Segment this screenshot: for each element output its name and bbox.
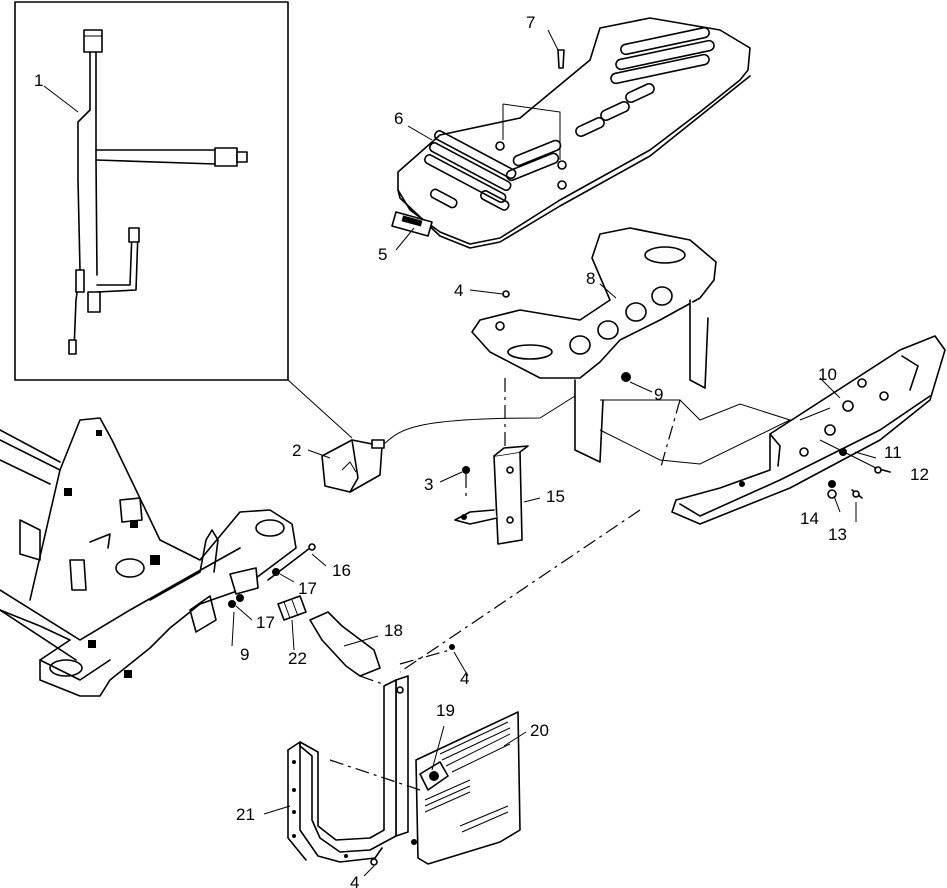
callout-8: 8	[586, 269, 595, 288]
rear-bumper-part-10	[671, 335, 946, 525]
small-bolt-part-4-top	[502, 290, 510, 298]
callout-6: 6	[394, 109, 403, 128]
callout-14: 14	[800, 509, 819, 528]
callout-7: 7	[526, 13, 535, 32]
callout-4-bottom: 4	[350, 873, 359, 888]
leader-lines	[43, 85, 877, 877]
callout-13: 13	[828, 525, 847, 544]
callout-15: 15	[546, 487, 565, 506]
callout-19: 19	[436, 701, 455, 720]
small-bolt-part-4-right	[399, 644, 455, 665]
callout-18: 18	[384, 621, 403, 640]
callout-17-top: 17	[298, 579, 317, 598]
callout-4-right: 4	[460, 669, 469, 688]
rear-rack-part-6	[391, 17, 751, 249]
callout-22: 22	[288, 649, 307, 668]
callout-10: 10	[818, 365, 837, 384]
callout-2: 2	[292, 441, 301, 460]
callout-3: 3	[424, 475, 433, 494]
callout-12: 12	[910, 465, 929, 484]
mud-flap-bracket-part-21	[287, 675, 417, 866]
wiring-harness-inset	[14, 1, 353, 439]
callout-20: 20	[530, 721, 549, 740]
vehicle-frame	[0, 417, 297, 697]
rack-mount-part-8	[471, 227, 717, 463]
bushing-part-22	[277, 595, 307, 621]
callout-5: 5	[378, 245, 387, 264]
tail-light-part-2	[321, 395, 576, 493]
callout-11: 11	[884, 443, 902, 462]
callout-labels: 1 2 3 4 4 4 5 6 7 8 9 9 10 11 12 13 14 1…	[34, 13, 929, 888]
callout-9-left: 9	[240, 645, 249, 664]
callout-9-right: 9	[654, 385, 663, 404]
bolt-part-7	[547, 29, 565, 69]
callout-4-top: 4	[454, 281, 463, 300]
callout-21: 21	[236, 805, 255, 824]
callout-16: 16	[332, 561, 351, 580]
callout-17-bottom: 17	[256, 613, 275, 632]
bracket-part-15	[454, 378, 529, 545]
pin-part-16	[267, 543, 316, 581]
mud-flap-part-20	[329, 711, 521, 865]
callout-1: 1	[34, 71, 43, 90]
mud-flap-arm-part-18	[309, 611, 395, 689]
screw-part-3	[462, 466, 470, 500]
